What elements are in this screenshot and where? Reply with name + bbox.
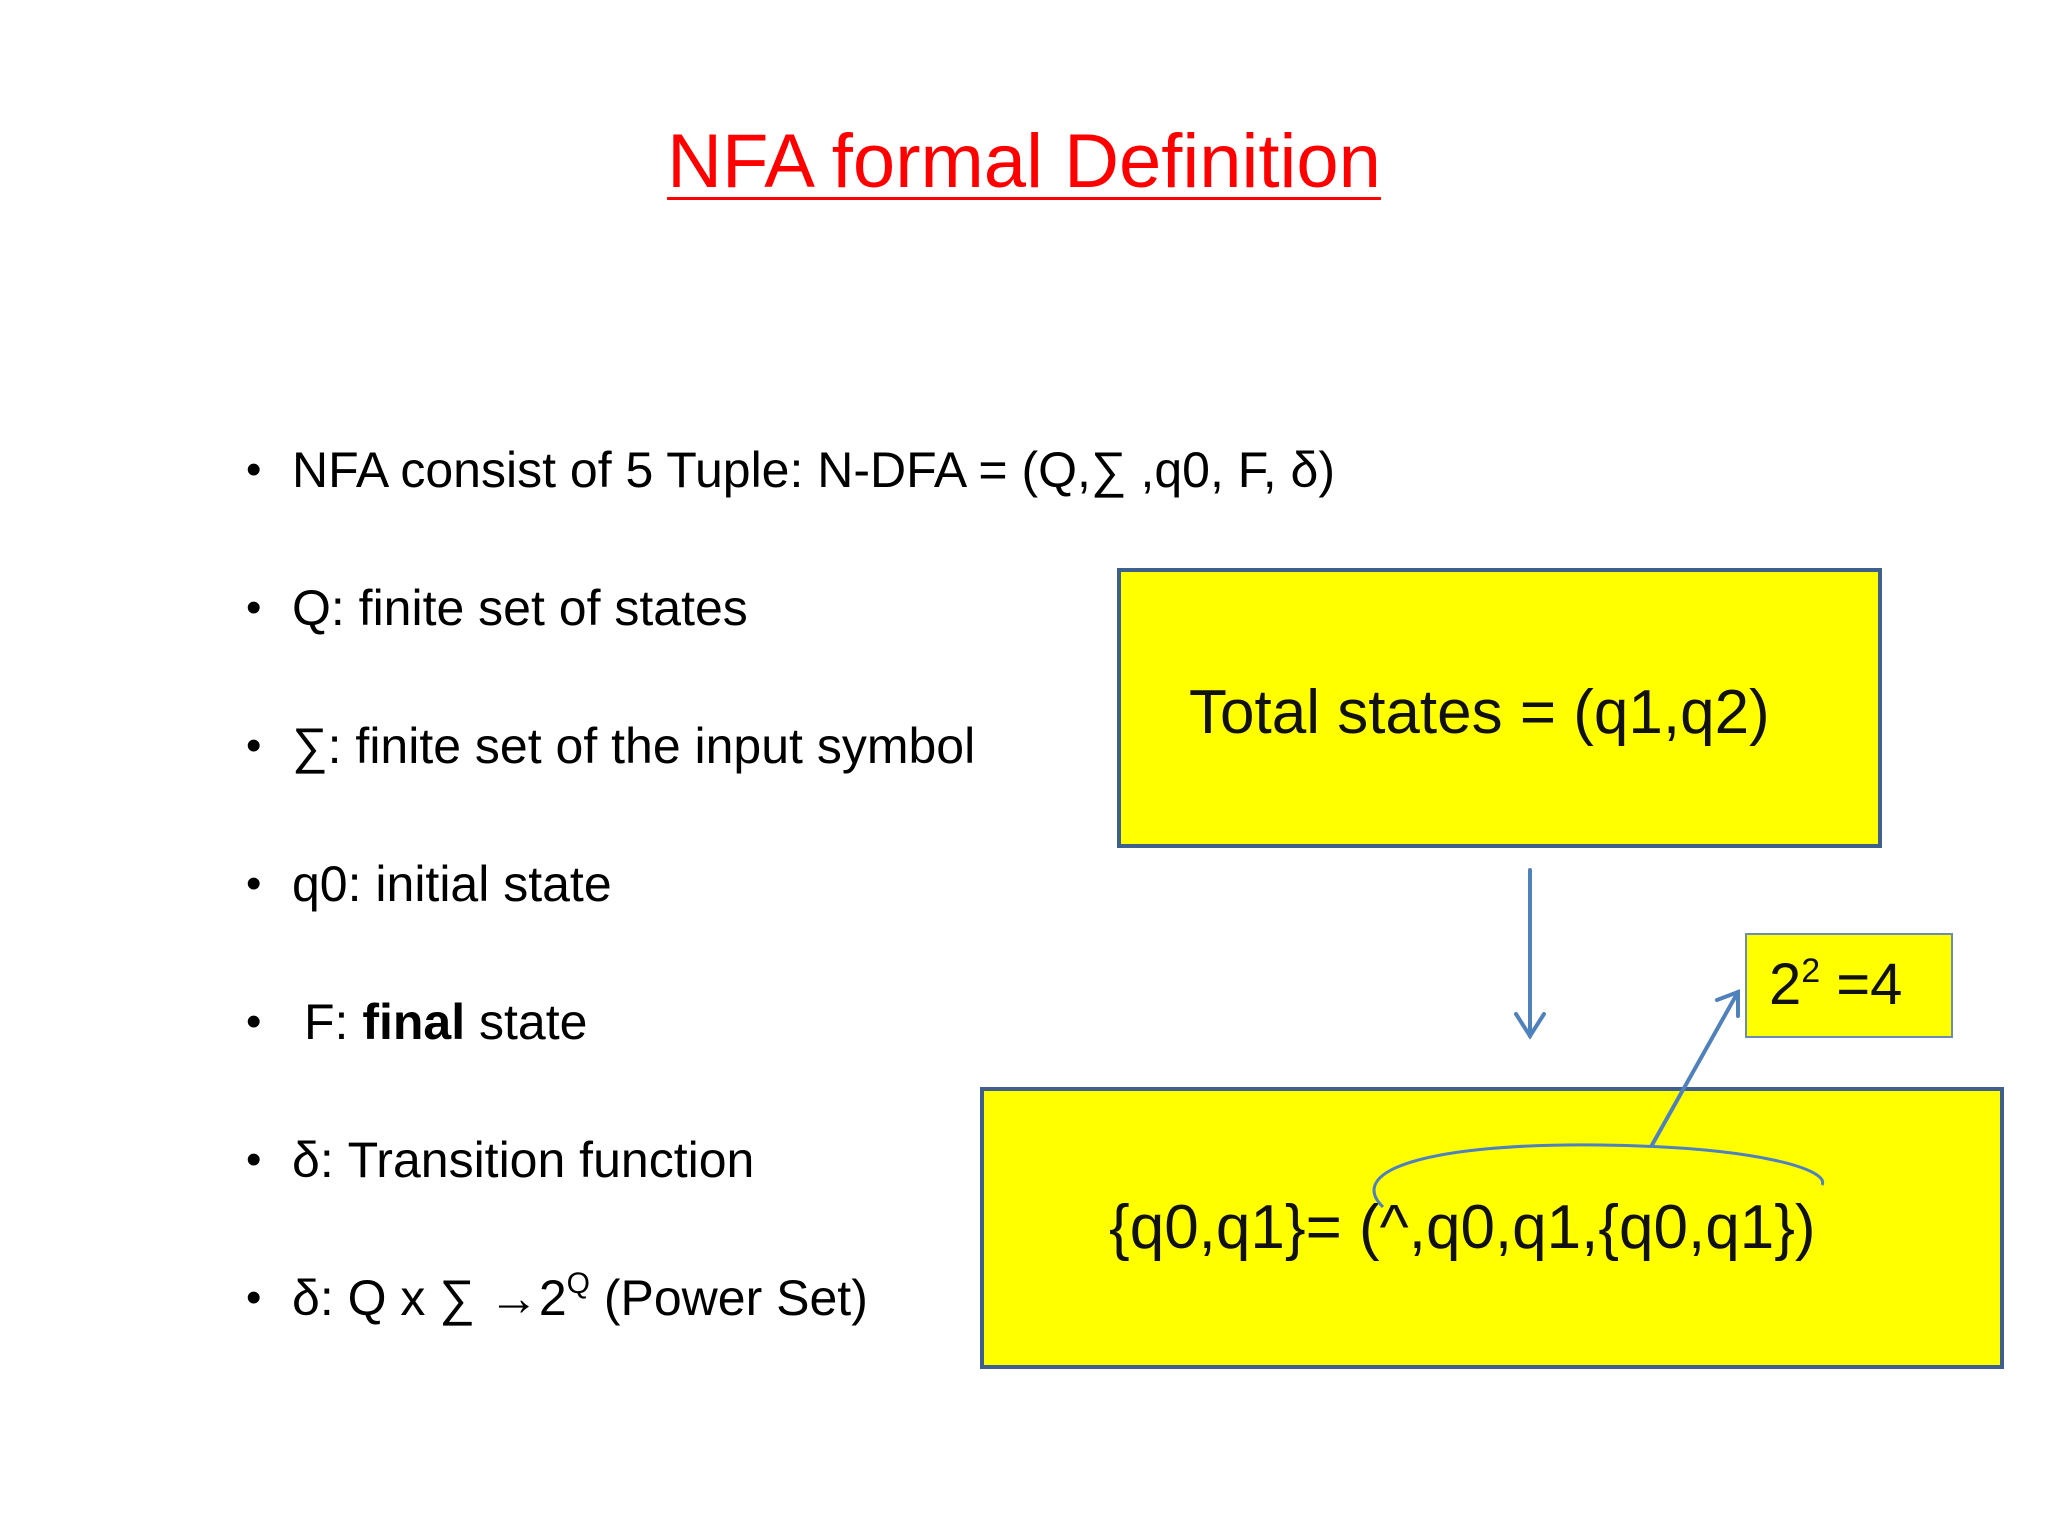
bullet-transition: • δ: Transition function	[246, 1130, 1335, 1268]
bullet-states: • Q: finite set of states	[246, 578, 1335, 716]
bullet-text: q0: initial state	[292, 856, 612, 912]
count-exponent: 2	[1801, 952, 1821, 990]
bullet-text-suffix: state	[465, 994, 588, 1050]
bullet-text: ∑: finite set of the input symbol	[292, 718, 976, 774]
bullet-text-prefix: F:	[304, 994, 363, 1050]
bullet-text-prefix: δ: Q x ∑ →2	[292, 1270, 567, 1326]
bullet-list: • NFA consist of 5 Tuple: N-DFA = (Q,∑ ,…	[246, 440, 1335, 1406]
total-states-box: Total states = (q1,q2)	[1117, 568, 1882, 848]
slide-title: NFA formal Definition	[667, 119, 1381, 204]
bullet-tuple: • NFA consist of 5 Tuple: N-DFA = (Q,∑ ,…	[246, 440, 1335, 578]
bullet-text: Q: finite set of states	[292, 580, 748, 636]
total-states-text: Total states = (q1,q2)	[1189, 678, 1770, 747]
power-set-box: {q0,q1}= (^,q0,q1,{q0,q1})	[980, 1087, 2004, 1369]
count-base: 2	[1769, 952, 1802, 1017]
bullet-dot: •	[246, 859, 262, 908]
count-text: 22 =4	[1769, 953, 1902, 1017]
bullet-dot: •	[246, 583, 262, 632]
bullet-dot: •	[246, 1135, 262, 1184]
bullet-power-set: • δ: Q x ∑ →2Q (Power Set)	[246, 1268, 1335, 1406]
bullet-initial-state: • q0: initial state	[246, 854, 1335, 992]
bullet-text: δ: Transition function	[292, 1132, 755, 1188]
bullet-final-state: • F: final state	[246, 992, 1335, 1130]
bullet-dot: •	[246, 721, 262, 770]
count-box: 22 =4	[1745, 933, 1953, 1038]
bullet-text-suffix: (Power Set)	[589, 1270, 868, 1326]
power-set-text: {q0,q1}= (^,q0,q1,{q0,q1})	[1109, 1193, 1816, 1262]
down-arrow	[1514, 868, 1546, 1040]
bullet-superscript: Q	[566, 1267, 590, 1300]
bullet-alphabet: • ∑: finite set of the input symbol	[246, 716, 1335, 854]
bullet-dot: •	[246, 445, 262, 494]
bullet-dot: •	[246, 997, 262, 1046]
bullet-text: NFA consist of 5 Tuple: N-DFA = (Q,∑ ,q0…	[292, 442, 1336, 498]
bullet-dot: •	[246, 1273, 262, 1322]
count-result: =4	[1820, 952, 1903, 1017]
bullet-text-bold: final	[362, 994, 466, 1050]
